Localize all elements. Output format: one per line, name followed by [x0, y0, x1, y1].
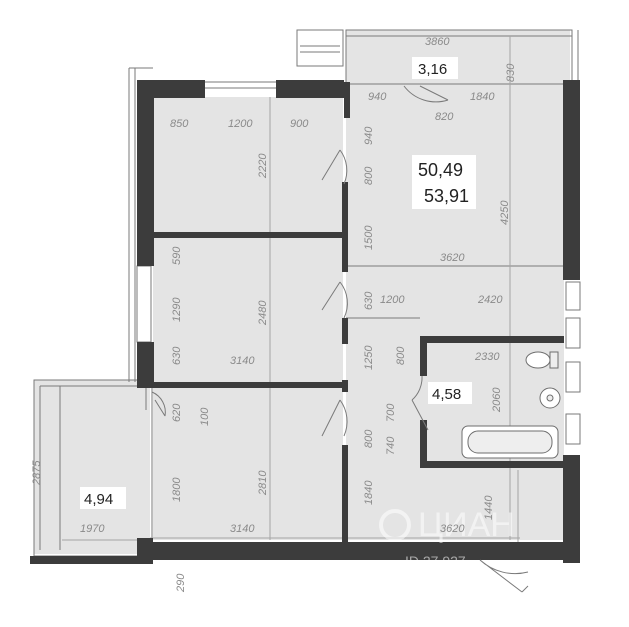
- dim-label: 1200: [380, 294, 405, 306]
- dim-label: 590: [171, 246, 183, 265]
- dim-label: 850: [170, 118, 189, 130]
- dim-label: 2330: [474, 351, 500, 363]
- wall-bedroom-2-3: [153, 382, 346, 388]
- dim-label: 4250: [499, 200, 511, 225]
- dim-label: 1440: [483, 495, 495, 520]
- watermark-brand: ЦИАН: [418, 506, 515, 544]
- room-fills: [34, 30, 570, 554]
- dim-label: 630: [363, 291, 375, 310]
- area-balcony: 4,94: [84, 491, 113, 508]
- dim-label: 800: [395, 346, 407, 365]
- dim-label: 2420: [477, 294, 503, 306]
- dim-label: 2220: [257, 153, 269, 179]
- dim-label: 800: [363, 166, 375, 185]
- wall-left-upper: [137, 80, 154, 266]
- dim-label: 830: [505, 63, 517, 82]
- door-loggia: [403, 85, 449, 103]
- bedroom-bottom-fill: [153, 388, 343, 540]
- dim-label: 3620: [440, 252, 465, 264]
- doors: [151, 85, 529, 593]
- dim-label: 1800: [171, 477, 183, 502]
- wall-right: [563, 80, 580, 280]
- door-bathroom: [411, 375, 429, 431]
- door-bedroom-middle: [321, 281, 348, 319]
- dim-label: 1290: [171, 297, 183, 322]
- thin-lines: [33, 29, 581, 557]
- dim-label: 1970: [80, 523, 105, 535]
- dim-label: 740: [385, 436, 397, 455]
- area-bathroom: 4,58: [432, 386, 461, 403]
- dim-label: 1500: [363, 225, 375, 250]
- area-loggia-top: 3,16: [418, 61, 447, 78]
- dim-label: 630: [171, 346, 183, 365]
- dim-label: 1200: [228, 118, 253, 130]
- dim-label: 290: [175, 573, 187, 593]
- dim-label: 900: [290, 118, 309, 130]
- bedroom-top-fill: [153, 97, 343, 233]
- dim-label: 2060: [491, 387, 503, 413]
- dim-label: 820: [435, 111, 454, 123]
- dim-label: 2810: [257, 470, 269, 496]
- dim-label: 800: [363, 429, 375, 448]
- dim-label: 940: [368, 91, 387, 103]
- dimension-labels: 3860 940 1840 820 850 1200 900 3620 1200…: [31, 36, 517, 593]
- walls: [30, 80, 580, 564]
- dim-label: 1250: [363, 345, 375, 370]
- wall-top-mid: [276, 80, 344, 98]
- balcony-fill: [34, 380, 150, 554]
- watermark: ЦИАН ID 27 927: [379, 506, 515, 569]
- wall-bottom: [150, 542, 580, 560]
- dim-label: 2480: [257, 300, 269, 326]
- dim-label: 940: [363, 126, 375, 145]
- bathroom-fixtures: [461, 351, 561, 459]
- dim-label: 1840: [470, 91, 495, 103]
- hall-fill: [346, 84, 564, 540]
- wall-bedroom-1-2: [153, 232, 346, 238]
- dim-label: 100: [199, 407, 211, 426]
- wall-left-lower: [137, 342, 154, 388]
- dim-label: 3620: [440, 523, 465, 535]
- area-living: 50,49: [418, 160, 463, 180]
- door-bedroom-bottom: [321, 399, 348, 437]
- dim-label: 3140: [230, 523, 255, 535]
- dim-label: 700: [385, 403, 397, 422]
- dim-label: 620: [171, 403, 183, 422]
- bedroom-middle-fill: [153, 238, 343, 382]
- door-balcony: [151, 391, 166, 417]
- toilet-icon: [525, 351, 551, 369]
- door-bedroom-top: [321, 149, 348, 185]
- dim-label: 2875: [31, 460, 43, 486]
- area-labels: 3,16 50,49 53,91 4,58 4,94: [80, 57, 476, 509]
- door-entrance: [479, 559, 529, 593]
- dim-label: 3860: [425, 36, 450, 48]
- dim-label: 1840: [363, 480, 375, 505]
- area-total: 53,91: [424, 186, 469, 206]
- dim-label: 3140: [230, 355, 255, 367]
- watermark-id: ID 27 927: [405, 553, 466, 569]
